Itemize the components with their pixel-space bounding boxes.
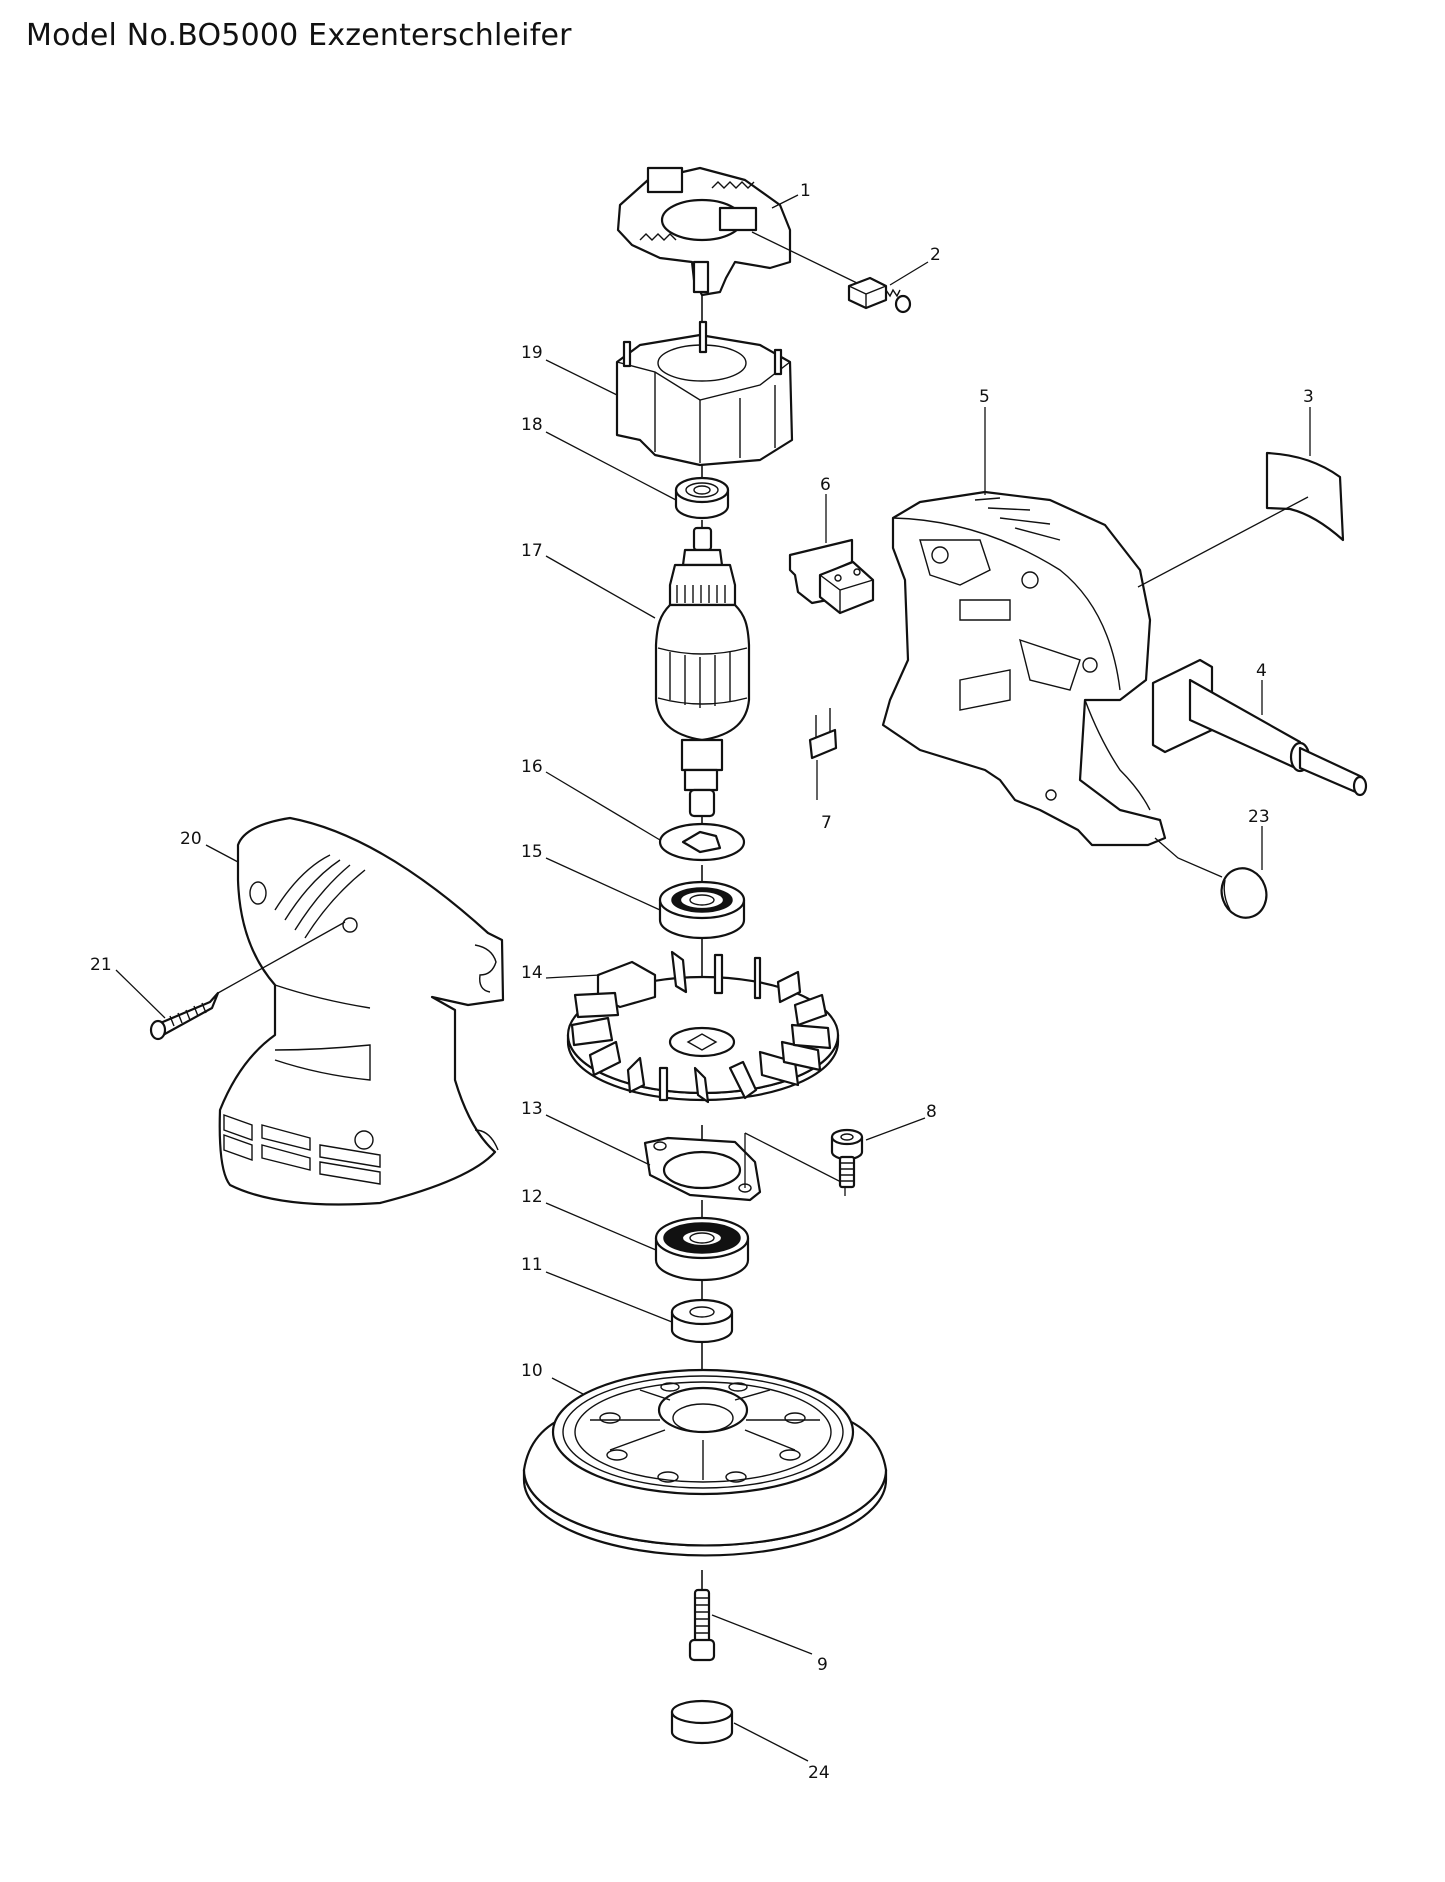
part-24-cap[interactable] bbox=[670, 1699, 734, 1745]
callout-1: 1 bbox=[800, 181, 811, 201]
callout-labels: 1 2 3 4 5 6 7 8 9 10 11 12 13 14 15 16 1… bbox=[90, 181, 1314, 1783]
callout-10: 10 bbox=[521, 1361, 543, 1381]
callout-14: 14 bbox=[521, 963, 543, 983]
part-15-ball-bearing[interactable] bbox=[658, 880, 746, 940]
part-19-field[interactable] bbox=[615, 320, 794, 467]
part-11-spacer[interactable] bbox=[670, 1298, 734, 1344]
callout-17: 17 bbox=[521, 541, 543, 561]
part-12-ball-bearing[interactable] bbox=[654, 1216, 750, 1282]
callout-5: 5 bbox=[979, 387, 990, 407]
callout-16: 16 bbox=[521, 757, 543, 777]
part-8-hex-socket-screw[interactable] bbox=[830, 1128, 864, 1189]
callout-3: 3 bbox=[1303, 387, 1314, 407]
part-17-armature[interactable] bbox=[654, 526, 751, 818]
callout-18: 18 bbox=[521, 415, 543, 435]
callout-9: 9 bbox=[817, 1655, 828, 1675]
callout-13: 13 bbox=[521, 1099, 543, 1119]
callout-7: 7 bbox=[821, 813, 832, 833]
part-4-cord-guard[interactable] bbox=[1151, 658, 1368, 797]
callout-6: 6 bbox=[820, 475, 831, 495]
part-6-switch[interactable] bbox=[788, 538, 875, 615]
part-9-screw[interactable] bbox=[688, 1588, 716, 1662]
callout-24: 24 bbox=[808, 1763, 830, 1783]
part-7-capacitor[interactable] bbox=[808, 708, 838, 800]
part-13-baffle-plate[interactable] bbox=[643, 1132, 846, 1202]
callout-11: 11 bbox=[521, 1255, 543, 1275]
callout-4: 4 bbox=[1256, 661, 1267, 681]
callout-12: 12 bbox=[521, 1187, 543, 1207]
callout-20: 20 bbox=[180, 829, 202, 849]
leader-lines bbox=[115, 194, 1311, 1762]
part-10-sanding-pad[interactable] bbox=[522, 1368, 888, 1557]
part-20-housing-cover[interactable] bbox=[218, 816, 505, 1206]
callout-21: 21 bbox=[90, 955, 112, 975]
part-18-ball-bearing[interactable] bbox=[674, 476, 730, 520]
callout-23: 23 bbox=[1248, 807, 1270, 827]
page-title: Model No.BO5000 Exzenterschleifer bbox=[26, 18, 572, 53]
part-16-retaining-ring[interactable] bbox=[658, 822, 746, 862]
part-14-fan[interactable] bbox=[566, 950, 840, 1104]
callout-8: 8 bbox=[926, 1102, 937, 1122]
callout-15: 15 bbox=[521, 842, 543, 862]
part-21-tapping-screw[interactable] bbox=[149, 921, 346, 1041]
part-3-nameplate-label[interactable] bbox=[1137, 451, 1345, 588]
part-2-carbon-brush[interactable] bbox=[751, 231, 912, 314]
part-1-brush-holder[interactable] bbox=[616, 166, 792, 297]
part-5-motor-housing[interactable] bbox=[881, 490, 1167, 847]
callout-19: 19 bbox=[521, 343, 543, 363]
part-23-plug-cap[interactable] bbox=[1154, 837, 1273, 924]
callout-2: 2 bbox=[930, 245, 941, 265]
